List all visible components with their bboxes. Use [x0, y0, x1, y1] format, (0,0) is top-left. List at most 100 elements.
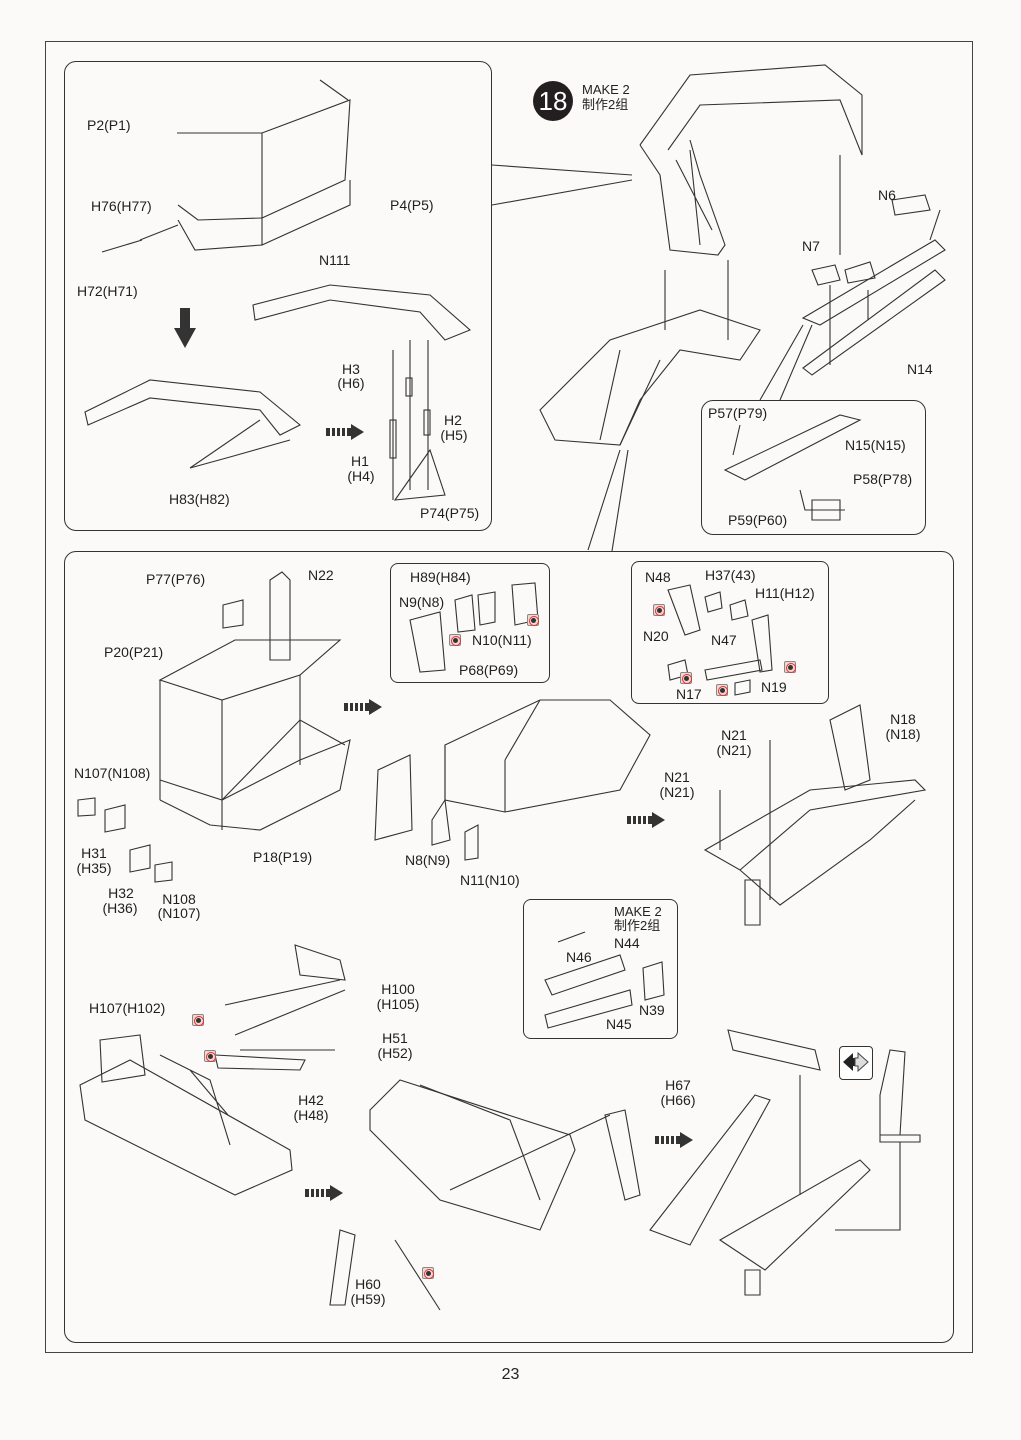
part-main-frame [539, 64, 941, 446]
part-chassis-lower-right [649, 1029, 921, 1296]
part-chassis-mid [374, 699, 651, 861]
make-quantity-en: MAKE 2 [582, 82, 630, 97]
no-glue-icon [680, 672, 692, 684]
part-boom-arm [84, 284, 472, 501]
part-label: (H48) [293, 1107, 329, 1123]
make-quantity-en: MAKE 2 [614, 904, 662, 919]
part-label: N47 [711, 632, 737, 648]
no-glue-icon [192, 1014, 204, 1026]
part-label: H60 [355, 1276, 381, 1292]
part-label: P18(P19) [253, 849, 313, 865]
part-label: P4(P5) [390, 197, 434, 213]
part-label: (H4) [347, 468, 375, 484]
page-number: 23 [501, 1366, 520, 1383]
swap-direction-icon [839, 1046, 873, 1080]
part-label: (H52) [377, 1045, 413, 1061]
part-label: N111 [319, 252, 351, 268]
part-linkage-inset [667, 584, 773, 696]
part-label: N15(N15) [845, 437, 906, 453]
no-glue-icon [449, 634, 461, 646]
part-label: P57(P79) [708, 405, 768, 421]
part-label: N22 [308, 567, 334, 583]
part-label: N39 [639, 1002, 665, 1018]
part-label: H76(H77) [91, 198, 152, 214]
part-label: N44 [614, 935, 640, 951]
part-label: N21 [721, 727, 747, 743]
no-glue-icon [716, 684, 728, 696]
part-label: P59(P60) [728, 512, 788, 528]
part-label: H32 [108, 885, 134, 901]
part-label: N9(N8) [399, 594, 445, 610]
no-glue-icon [204, 1050, 216, 1062]
part-label: N7 [802, 238, 820, 254]
part-label: H51 [382, 1030, 408, 1046]
part-chassis-lower-left [79, 944, 346, 1196]
part-label: N18 [890, 711, 916, 727]
part-label: (H35) [76, 860, 112, 876]
part-label: H89(H84) [410, 569, 471, 585]
part-label: N17 [676, 686, 702, 702]
make-quantity-cn: 制作2组 [582, 97, 629, 112]
part-skid-detail [723, 414, 862, 521]
make-quantity-cn: 制作2组 [614, 918, 661, 933]
next-step-arrow-icon [344, 699, 382, 715]
next-step-arrow-icon [627, 812, 665, 828]
part-label: N45 [606, 1016, 632, 1032]
part-cylinder-inset [544, 931, 665, 1029]
part-label: P20(P21) [104, 644, 164, 660]
next-step-arrow-icon [305, 1185, 343, 1201]
part-label: N21 [664, 769, 690, 785]
part-label: N20 [643, 628, 669, 644]
part-label: H2 [444, 412, 462, 428]
part-label: (H105) [376, 996, 420, 1012]
part-label: (N18) [885, 726, 921, 742]
part-label: (N21) [716, 742, 752, 758]
part-label: H37(43) [705, 567, 756, 583]
part-label: N10(N11) [472, 632, 532, 648]
no-glue-icon [527, 614, 539, 626]
callout-pointer [491, 164, 633, 206]
part-label: N8(N9) [405, 852, 451, 868]
no-glue-icon [422, 1267, 434, 1279]
part-label: (H36) [102, 900, 138, 916]
inset-cylinder [523, 899, 678, 1039]
no-glue-icon [784, 661, 796, 673]
part-label: (N107) [157, 905, 201, 921]
next-step-arrow-icon [326, 424, 364, 440]
part-label: H72(H71) [77, 283, 138, 299]
no-glue-icon [653, 604, 665, 616]
part-label: N14 [907, 361, 933, 377]
part-label: H83(H82) [169, 491, 230, 507]
part-label: H31 [81, 845, 107, 861]
page-frame [45, 41, 973, 1353]
part-label: N108 [162, 891, 196, 907]
part-label: H100 [381, 981, 415, 997]
part-label: P2(P1) [87, 117, 131, 133]
down-arrow-icon [174, 308, 196, 348]
step-number-badge: 18 [533, 81, 573, 121]
part-label: (H59) [350, 1291, 386, 1307]
part-frame-right [703, 704, 927, 926]
callout-pointer [759, 324, 813, 401]
part-label: H1 [351, 453, 369, 469]
next-step-arrow-icon [655, 1132, 693, 1148]
inset-linkage [631, 561, 829, 704]
inset-hinge [390, 563, 550, 683]
panel-main-assembly [64, 551, 954, 1343]
part-chassis-lower-mid [329, 1079, 641, 1311]
part-label: H42 [298, 1092, 324, 1108]
part-label: N48 [645, 569, 671, 585]
part-label: N46 [566, 949, 592, 965]
callout-pointer [587, 449, 629, 552]
part-label: (H6) [337, 375, 365, 391]
part-label: (N21) [659, 784, 695, 800]
part-label: P68(P69) [459, 662, 519, 678]
part-label: N107(N108) [74, 765, 151, 781]
part-label: H11(H12) [755, 585, 815, 601]
panel-skid-detail [701, 400, 926, 535]
part-label: H67 [665, 1077, 691, 1093]
part-skid-bar [801, 194, 946, 376]
part-label: N11(N10) [460, 872, 520, 888]
part-label: H107(H102) [89, 1000, 166, 1016]
part-cab-body [77, 571, 351, 883]
